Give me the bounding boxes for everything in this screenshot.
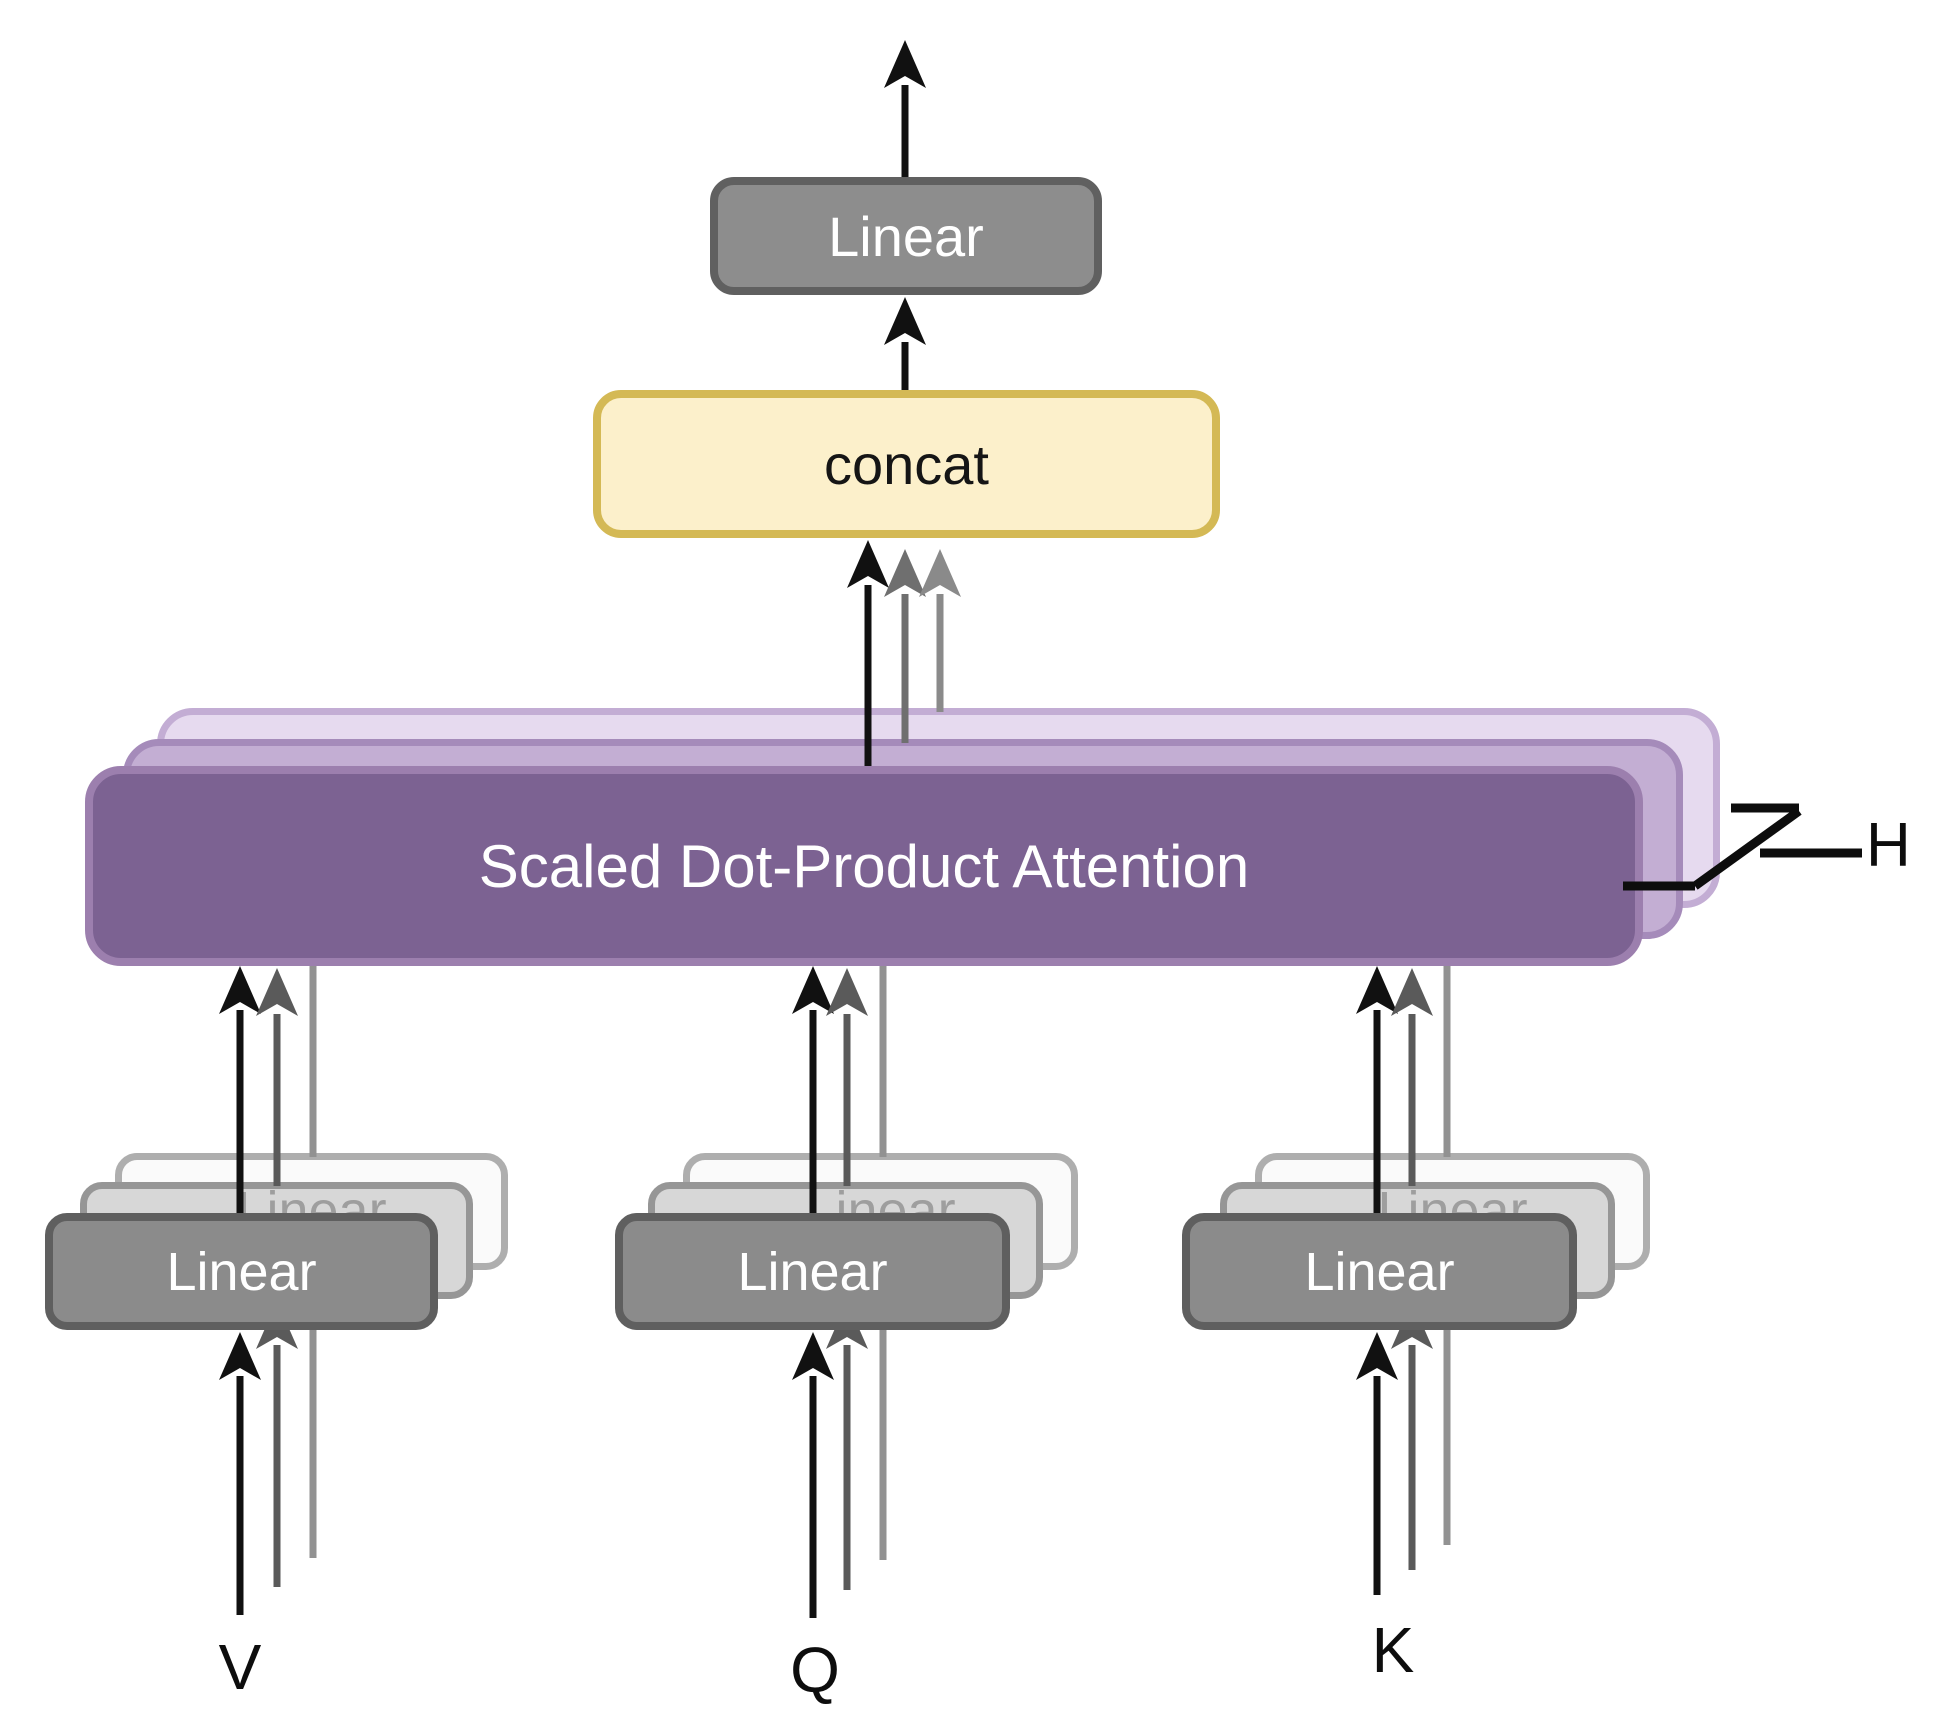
- output-linear-box: Linear: [710, 177, 1102, 295]
- attention-label: Scaled Dot-Product Attention: [478, 832, 1250, 900]
- value-input-label: V: [218, 1631, 262, 1703]
- value-linear-label: Linear: [166, 1241, 317, 1302]
- output-arrow: [884, 40, 926, 177]
- query-linear-label: Linear: [737, 1241, 888, 1302]
- key-linear-label: Linear: [1304, 1241, 1455, 1302]
- output-linear-label: Linear: [828, 204, 984, 268]
- value-linear-box: Linear: [45, 1213, 438, 1330]
- concat-label: concat: [824, 432, 989, 496]
- concat-to-linear-arrow: [884, 297, 926, 390]
- key-input-label: K: [1371, 1614, 1415, 1686]
- concat-box: concat: [593, 390, 1220, 538]
- heads-count-label: H: [1866, 811, 1911, 880]
- key-linear-box: Linear: [1182, 1213, 1577, 1330]
- query-input-label: Q: [790, 1634, 840, 1706]
- query-linear-box: Linear: [615, 1213, 1010, 1330]
- attention-box: Scaled Dot-Product Attention: [85, 766, 1643, 966]
